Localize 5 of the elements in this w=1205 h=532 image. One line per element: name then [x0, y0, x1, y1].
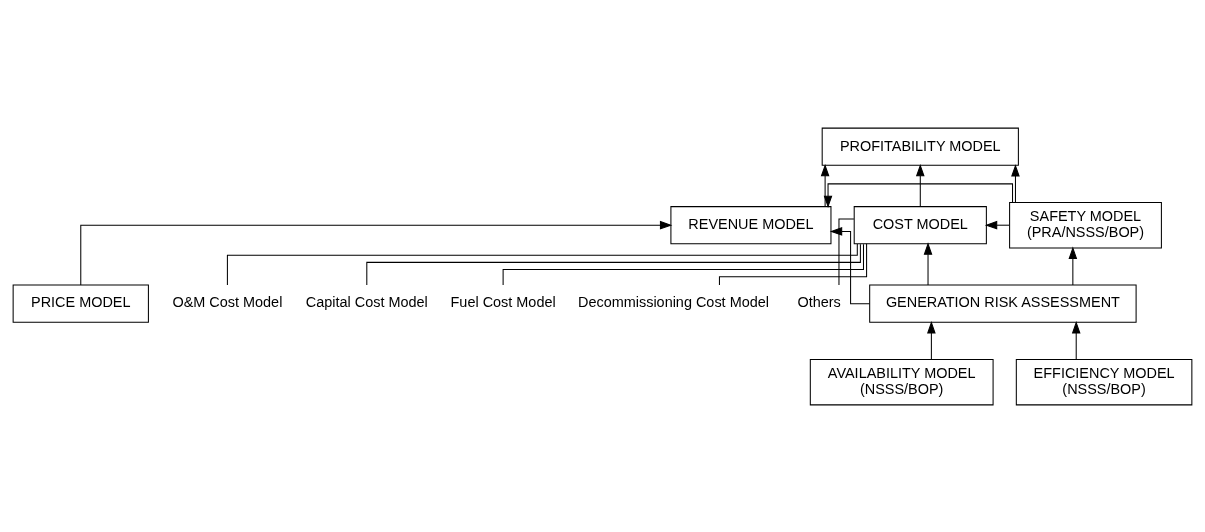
node-text: Others [797, 293, 841, 310]
node-text: Fuel Cost Model [450, 293, 556, 310]
node-text: Capital Cost Model [305, 293, 428, 310]
node-text: Decommissioning Cost Model [578, 293, 769, 310]
node-text: O&M Cost Model [172, 293, 283, 310]
